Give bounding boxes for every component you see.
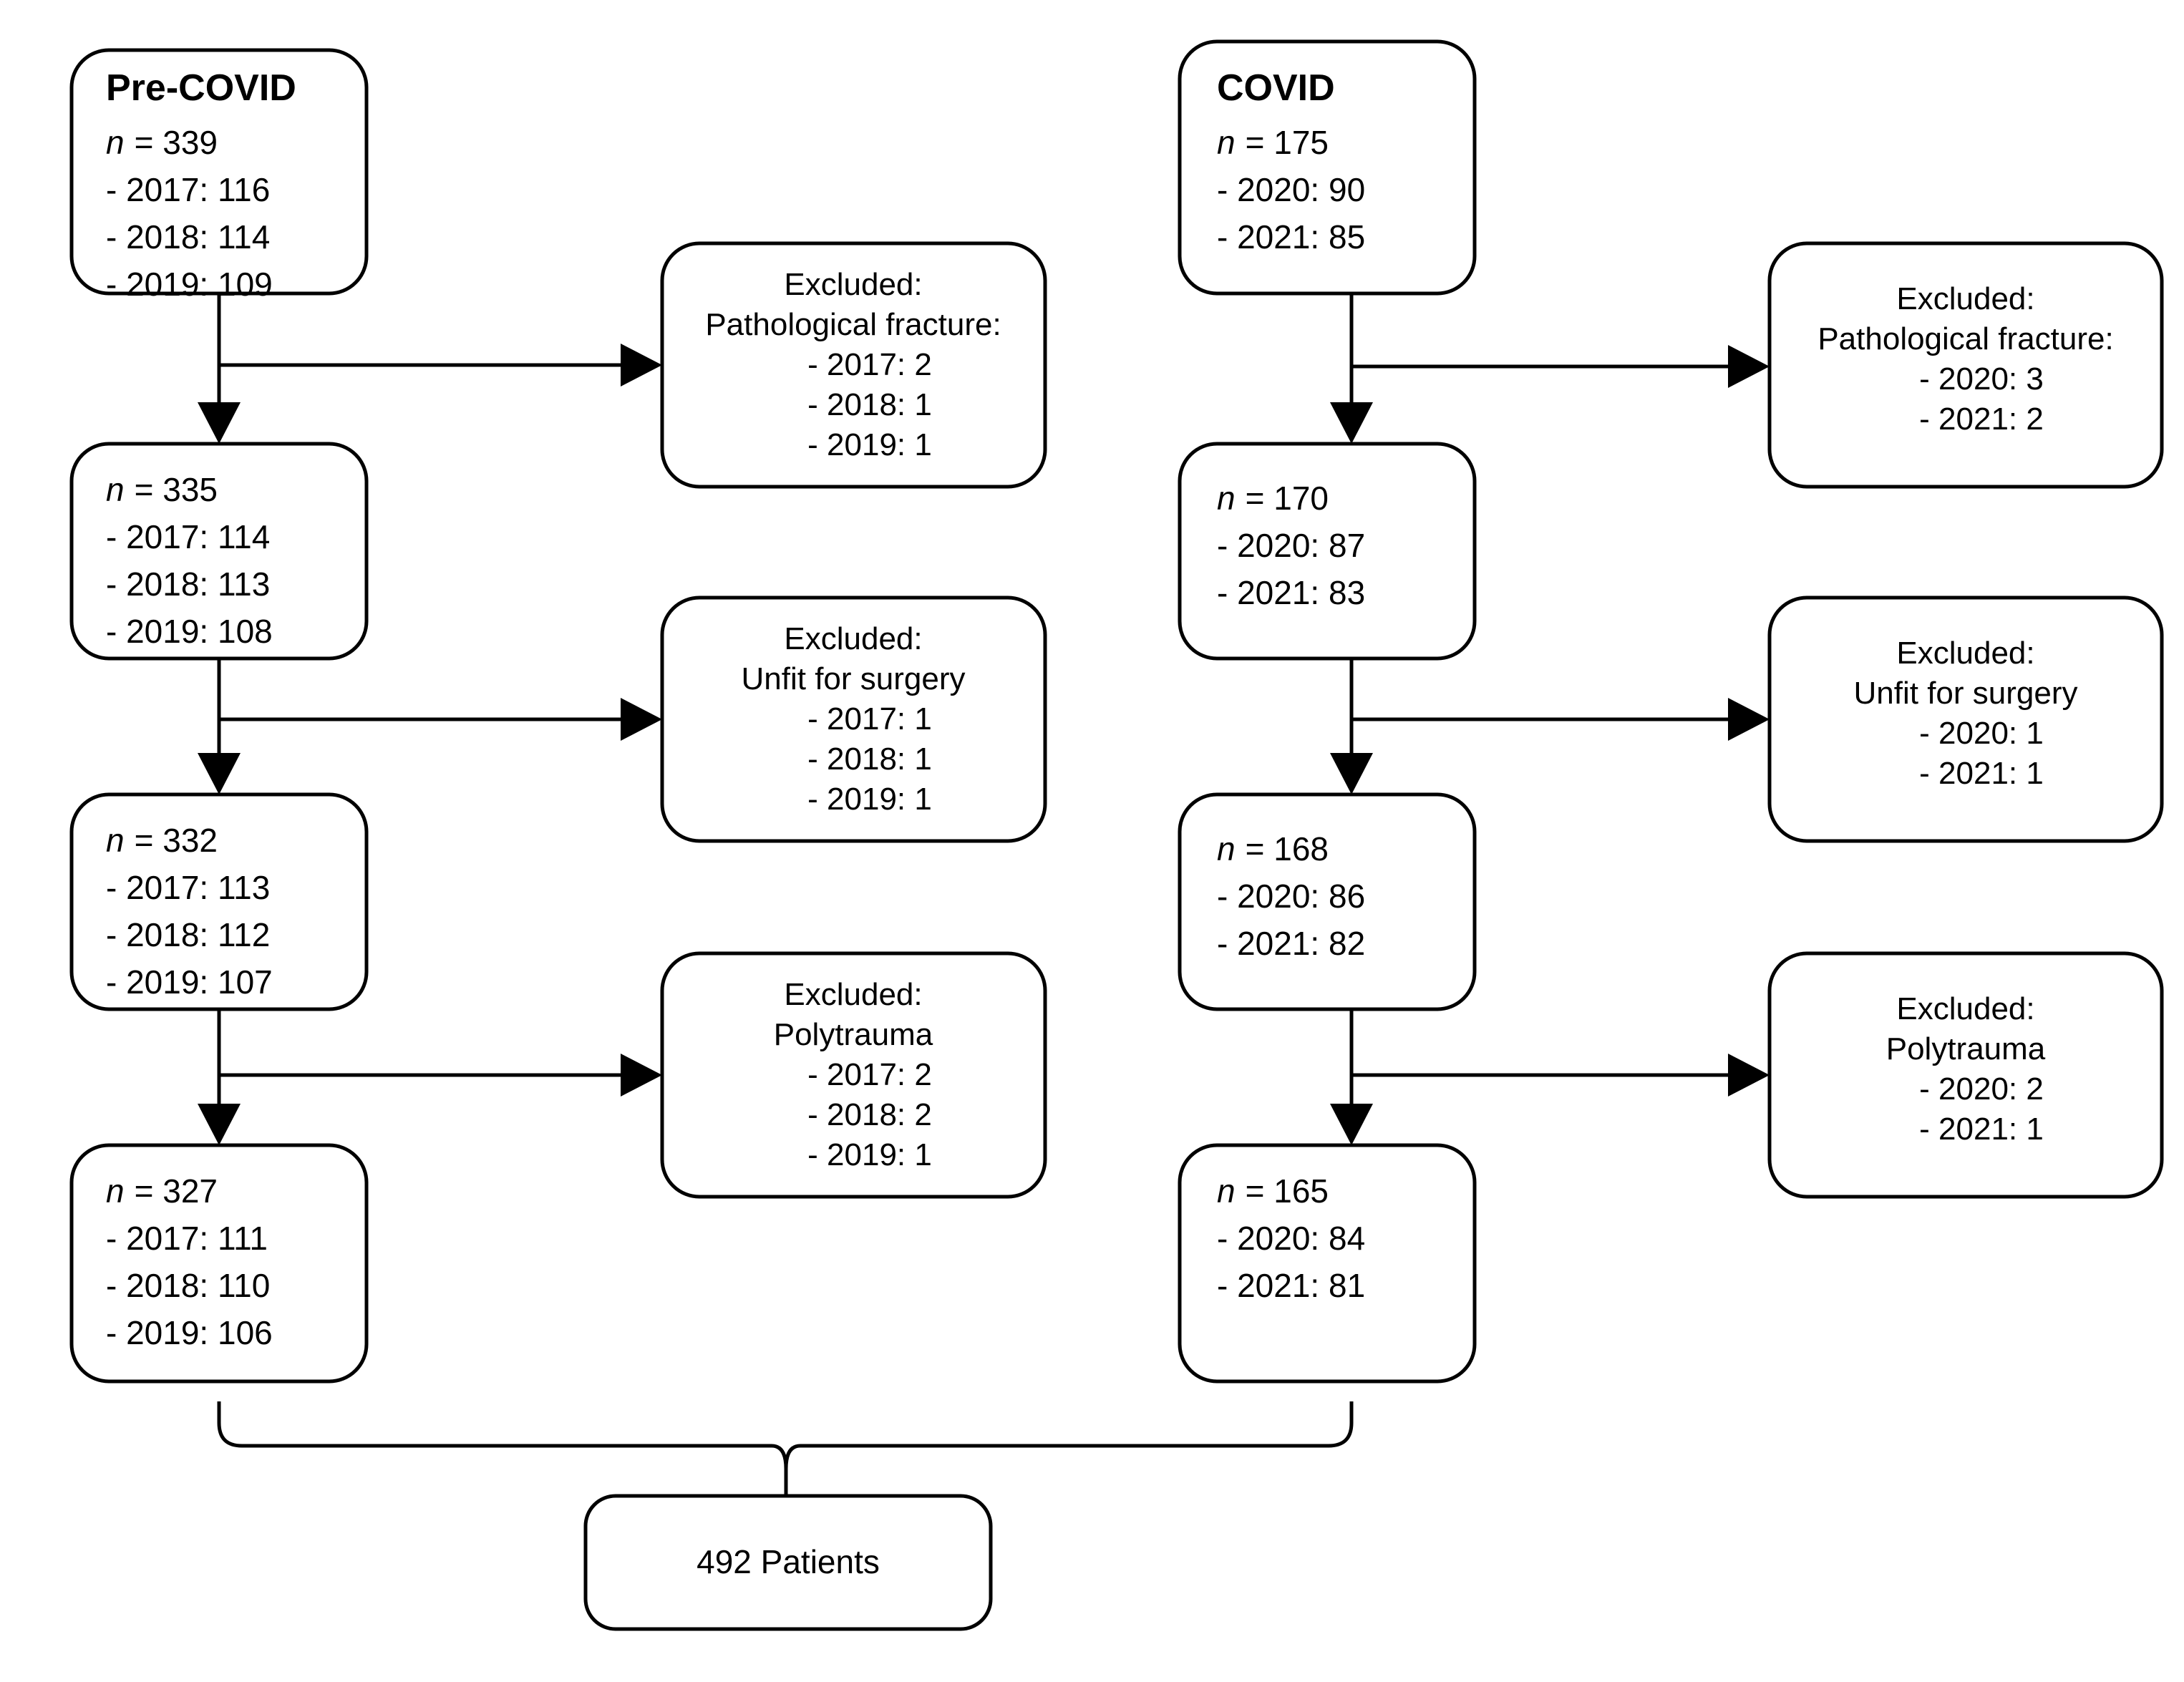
covid-exclusion-1-year-0: - 2020: 1 (1919, 716, 2044, 751)
pre-covid-exclusion-2-year-1: - 2018: 2 (807, 1097, 932, 1132)
covid-title: COVID (1217, 67, 1335, 109)
connector-covid-2 (1330, 1009, 1770, 1145)
pre-covid-stage-2-year-1: - 2018: 112 (106, 916, 270, 953)
covid-exclusion-1-reason: Unfit for surgery (1854, 676, 2078, 711)
arrow-head-right-icon (1728, 698, 1770, 741)
pre-covid-exclusion-1-year-1: - 2018: 1 (807, 742, 932, 777)
pre-covid-exclusion-1-year-2: - 2019: 1 (807, 782, 932, 817)
connector-covid-1 (1330, 658, 1770, 794)
pre-covid-stage-0-year-1: - 2018: 114 (106, 218, 270, 256)
covid-stage-2-year-0: - 2020: 86 (1217, 878, 1365, 915)
pre-covid-title: Pre-COVID (106, 67, 296, 109)
arrow-head-right-icon (621, 1054, 662, 1097)
pre-covid-exclusion-0-year-2: - 2019: 1 (807, 427, 932, 462)
node-pre-covid-stage-3: n= 327 - 2017: 111 - 2018: 110 - 2019: 1… (69, 1143, 369, 1384)
arrow-head-down-icon (198, 402, 241, 444)
pre-covid-stage-1-year-1: - 2018: 113 (106, 565, 270, 603)
pre-covid-exclusion-0-year-1: - 2018: 1 (807, 387, 932, 422)
pre-covid-stage-3-n: n= 327 (106, 1172, 218, 1210)
covid-stage-2-n: n= 168 (1217, 830, 1329, 867)
pre-covid-stage-1-year-0: - 2017: 114 (106, 518, 270, 555)
covid-stage-0-n: n= 175 (1217, 124, 1329, 161)
merge-brace (217, 1401, 1354, 1496)
covid-stage-1-year-1: - 2021: 83 (1217, 574, 1365, 611)
covid-exclusion-0-year-0: - 2020: 3 (1919, 361, 2044, 397)
node-pre-covid-exclusion-1: Excluded: Unfit for surgery - 2017: 1 - … (660, 595, 1047, 843)
node-box (1178, 1143, 1477, 1384)
final-total-label: 492 Patients (697, 1543, 880, 1580)
pre-covid-stage-2-year-2: - 2019: 107 (106, 963, 273, 1001)
node-box (1767, 241, 2164, 489)
node-covid-stage-2: n= 168 - 2020: 86 - 2021: 82 (1178, 792, 1477, 1011)
covid-stage-0-year-1: - 2021: 85 (1217, 218, 1365, 256)
covid-exclusion-2-reason: Polytrauma (1886, 1031, 2046, 1066)
pre-covid-stage-0-year-0: - 2017: 116 (106, 171, 270, 208)
node-covid-exclusion-0: Excluded: Pathological fracture: - 2020:… (1767, 241, 2164, 489)
node-covid-exclusion-2: Excluded: Polytrauma - 2020: 2 - 2021: 1 (1767, 951, 2164, 1199)
node-pre-covid-stage-2: n= 332 - 2017: 113 - 2018: 112 - 2019: 1… (69, 792, 369, 1011)
connector-pre-covid-2 (198, 1009, 662, 1145)
pre-covid-exclusion-2-year-2: - 2019: 1 (807, 1137, 932, 1172)
covid-exclusion-2-heading: Excluded: (1896, 991, 2034, 1026)
covid-exclusion-0-reason: Pathological fracture: (1817, 321, 2113, 356)
arrow-head-right-icon (1728, 1054, 1770, 1097)
node-pre-covid-stage-0: Pre-COVID n= 339 - 2017: 116 - 2018: 114… (69, 48, 369, 303)
arrow-head-down-icon (198, 1104, 241, 1145)
pre-covid-exclusion-2-year-0: - 2017: 2 (807, 1057, 932, 1092)
node-box (1178, 792, 1477, 1011)
pre-covid-stage-2-year-0: - 2017: 113 (106, 869, 270, 906)
node-covid-stage-0: COVID n= 175 - 2020: 90 - 2021: 85 (1178, 39, 1477, 296)
pre-covid-exclusion-2-heading: Excluded: (784, 977, 922, 1012)
arrow-head-right-icon (1728, 345, 1770, 388)
arrow-head-down-icon (1330, 753, 1373, 794)
arrow-head-right-icon (621, 344, 662, 387)
arrow-head-down-icon (1330, 402, 1373, 444)
node-covid-exclusion-1: Excluded: Unfit for surgery - 2020: 1 - … (1767, 595, 2164, 843)
covid-stage-1-year-0: - 2020: 87 (1217, 527, 1365, 564)
arrow-head-down-icon (198, 753, 241, 794)
pre-covid-exclusion-1-reason: Unfit for surgery (742, 661, 966, 696)
pre-covid-exclusion-0-heading: Excluded: (784, 267, 922, 302)
node-box (583, 1494, 993, 1631)
node-box (1178, 39, 1477, 296)
covid-stage-2-year-1: - 2021: 82 (1217, 925, 1365, 962)
covid-exclusion-1-year-1: - 2021: 1 (1919, 756, 2044, 791)
connector-pre-covid-0 (198, 293, 662, 444)
pre-covid-stage-3-year-0: - 2017: 111 (106, 1220, 268, 1257)
covid-stage-3-year-1: - 2021: 81 (1217, 1267, 1365, 1304)
pre-covid-stage-1-year-2: - 2019: 108 (106, 613, 273, 650)
pre-covid-exclusion-2-reason: Polytrauma (774, 1017, 933, 1052)
covid-stage-3-n: n= 165 (1217, 1172, 1329, 1210)
pre-covid-exclusion-1-heading: Excluded: (784, 621, 922, 656)
arrow-head-down-icon (1330, 1104, 1373, 1145)
pre-covid-stage-3-year-1: - 2018: 110 (106, 1267, 270, 1304)
pre-covid-stage-3-year-2: - 2019: 106 (106, 1314, 273, 1351)
covid-exclusion-2-year-0: - 2020: 2 (1919, 1071, 2044, 1107)
node-final-total: 492 Patients (583, 1494, 993, 1631)
arrow-head-right-icon (621, 698, 662, 741)
pre-covid-exclusion-1-year-0: - 2017: 1 (807, 701, 932, 737)
covid-stage-1-n: n= 170 (1217, 480, 1329, 517)
covid-stage-3-year-0: - 2020: 84 (1217, 1220, 1365, 1257)
node-pre-covid-exclusion-2: Excluded: Polytrauma - 2017: 2 - 2018: 2… (660, 951, 1047, 1199)
covid-exclusion-2-year-1: - 2021: 1 (1919, 1112, 2044, 1147)
connector-pre-covid-1 (198, 658, 662, 794)
node-box (1178, 442, 1477, 661)
pre-covid-stage-0-year-2: - 2019: 109 (106, 266, 273, 303)
pre-covid-stage-0-n: n= 339 (106, 124, 218, 161)
pre-covid-stage-2-n: n= 332 (106, 822, 218, 859)
covid-exclusion-0-heading: Excluded: (1896, 281, 2034, 316)
covid-exclusion-1-heading: Excluded: (1896, 636, 2034, 671)
covid-stage-0-year-0: - 2020: 90 (1217, 171, 1365, 208)
pre-covid-exclusion-0-year-0: - 2017: 2 (807, 347, 932, 382)
covid-exclusion-0-year-1: - 2021: 2 (1919, 402, 2044, 437)
node-covid-stage-1: n= 170 - 2020: 87 - 2021: 83 (1178, 442, 1477, 661)
pre-covid-stage-1-n: n= 335 (106, 471, 218, 508)
pre-covid-exclusion-0-reason: Pathological fracture: (705, 307, 1001, 342)
connector-covid-0 (1330, 293, 1770, 444)
node-pre-covid-stage-1: n= 335 - 2017: 114 - 2018: 113 - 2019: 1… (69, 442, 369, 661)
node-pre-covid-exclusion-0: Excluded: Pathological fracture: - 2017:… (660, 241, 1047, 489)
node-covid-stage-3: n= 165 - 2020: 84 - 2021: 81 (1178, 1143, 1477, 1384)
